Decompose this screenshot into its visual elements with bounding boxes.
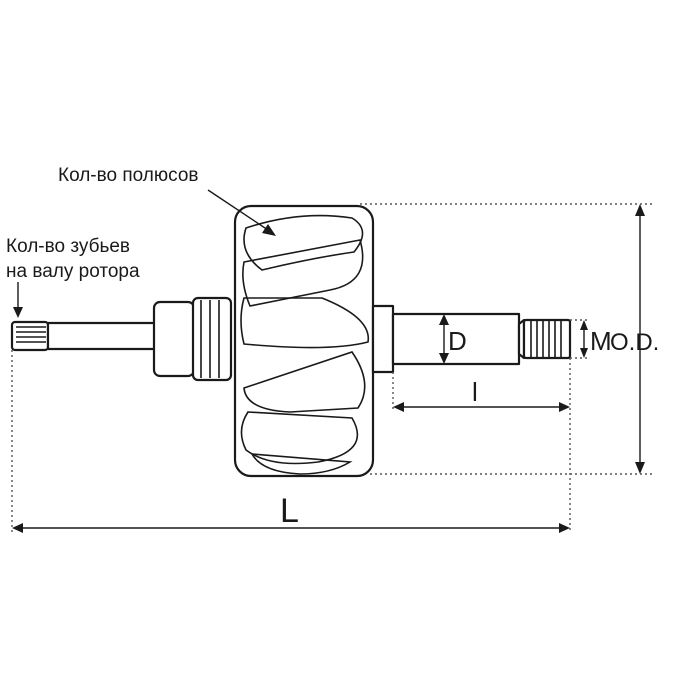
threaded-end (522, 318, 572, 360)
teeth-count-label-line2: на валу ротора (6, 261, 140, 282)
claw-pole (243, 214, 364, 271)
claw-pole (243, 351, 366, 413)
l-small-dimension (393, 402, 570, 412)
claw-pole (240, 297, 370, 349)
shaft-segment (46, 321, 158, 351)
m-dimension (580, 320, 588, 358)
d-dimension (439, 314, 449, 364)
shaft-journal (391, 312, 521, 366)
extension-lines (11, 203, 652, 532)
od-dimension (635, 204, 645, 474)
claw-pole (250, 453, 353, 475)
l-total-dimension (12, 523, 570, 533)
outer-diameter-label: O.D. (610, 329, 659, 356)
pole-count-label: Кол-во полюсов (58, 165, 199, 186)
core-diameter-label: D (448, 326, 467, 356)
rotor-outline (233, 204, 375, 478)
teeth-count-label-line1: Кол-во зубьев (6, 236, 130, 257)
shaft-length-label: l (472, 377, 478, 407)
bearing-collar (152, 296, 233, 382)
claw-pole (242, 239, 364, 307)
teeth-count-leader (13, 282, 23, 318)
left-shaft (10, 320, 158, 352)
claw-pole (240, 411, 359, 465)
rotor-body (233, 204, 375, 478)
total-length-label: L (280, 492, 299, 530)
pole-count-leader (207, 189, 276, 236)
right-shaft (371, 304, 572, 374)
thread-label: M (590, 326, 612, 356)
